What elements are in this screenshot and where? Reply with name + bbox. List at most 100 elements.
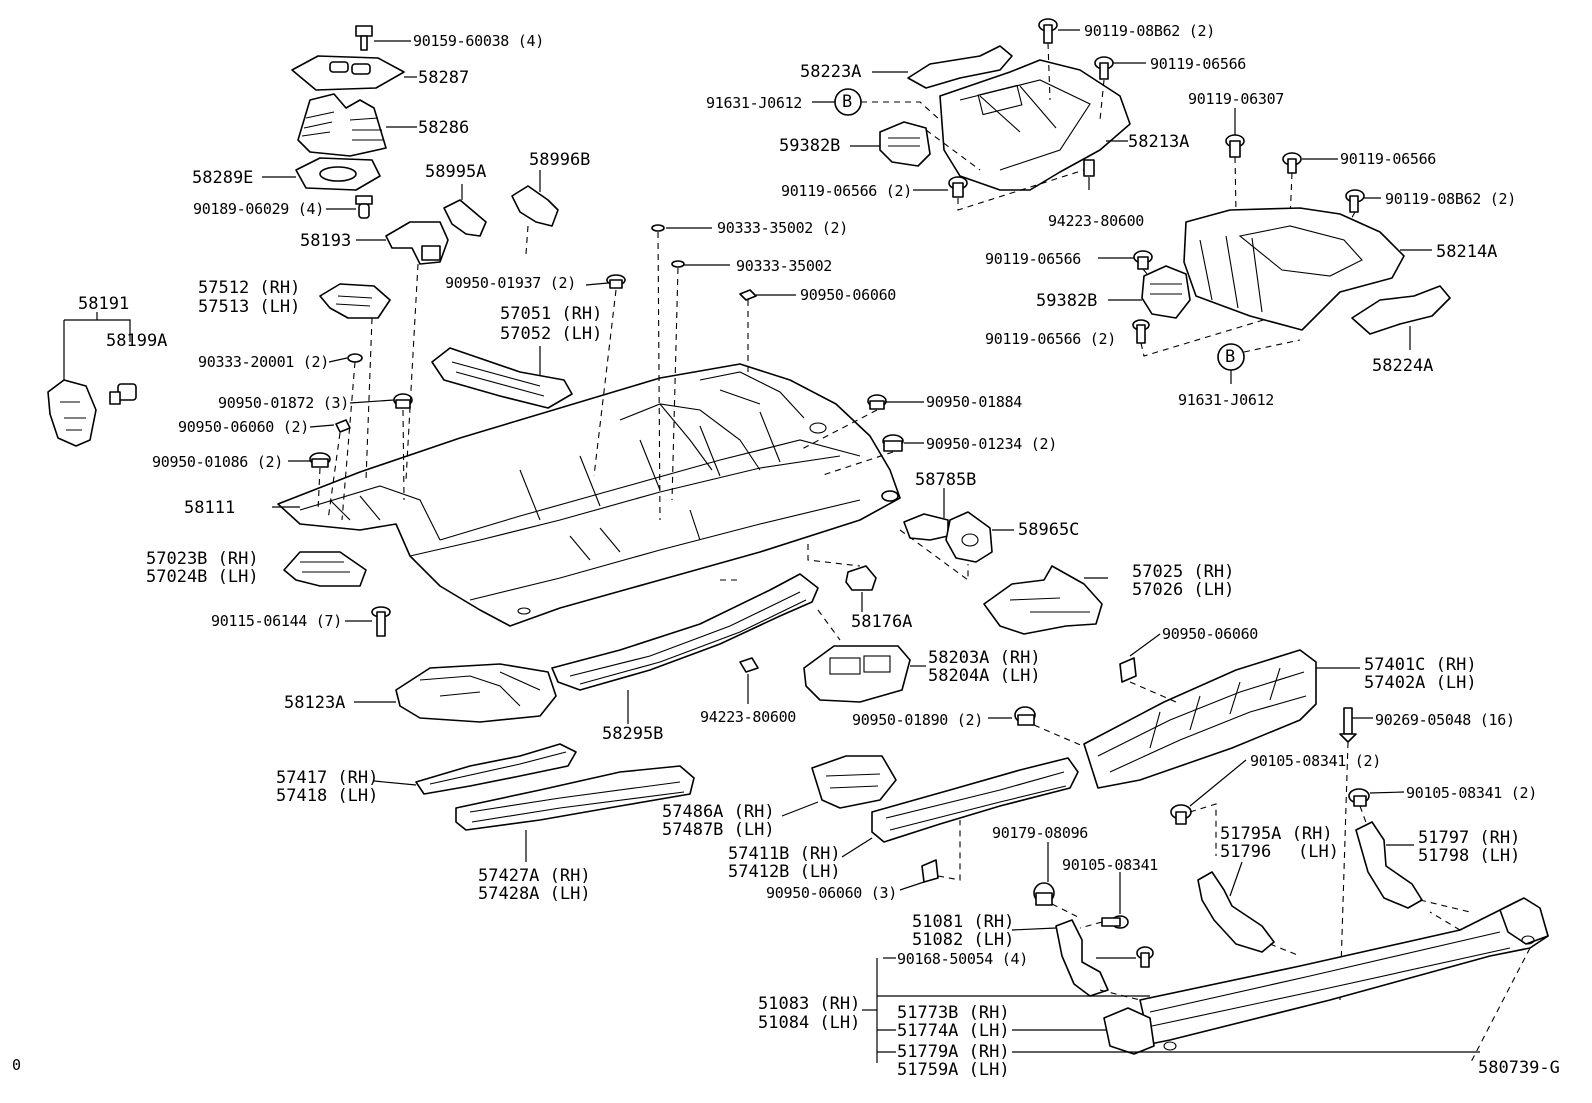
bracket-58965C <box>899 511 1014 582</box>
callout-58193: 58193 <box>300 231 352 251</box>
callout-90119-06566-b: 90119-06566 <box>1150 55 1247 73</box>
bracket-58193 <box>356 221 449 265</box>
callout-57025: 57025 (RH) <box>1132 562 1235 582</box>
callout-51084: 51084 (LH) <box>758 1013 861 1033</box>
callout-94223-80600-a: 94223-80600 <box>1048 212 1145 230</box>
plate-57512 <box>319 283 391 319</box>
callout-58199A: 58199A <box>106 331 168 351</box>
ref-mark-b1 <box>812 88 941 121</box>
rail-58295B <box>551 573 841 724</box>
bracket-59382B-upper <box>850 121 981 171</box>
callout-58286: 58286 <box>418 118 470 138</box>
callout-51759A: 51759A (LH) <box>897 1060 1010 1080</box>
callout-90119-08B62-a: 90119-08B62 (2) <box>1084 22 1215 40</box>
bracket-57051 <box>431 346 573 409</box>
callout-90159-60038: 90159-60038 (4) <box>413 32 544 50</box>
callout-90950-01884: 90950-01884 <box>926 393 1023 411</box>
crossmember-58214A <box>1183 207 1432 331</box>
mount-58785B <box>903 488 949 541</box>
callout-51081: 51081 (RH) <box>912 912 1015 932</box>
callout-57428A: 57428A (LH) <box>478 884 591 904</box>
callout-90105-08341-b: 90105-08341 (2) <box>1406 784 1537 802</box>
callout-58176A: 58176A <box>851 612 913 632</box>
bolt-90105-mid <box>1079 872 1129 929</box>
callout-90950-01086: 90950-01086 (2) <box>152 453 283 471</box>
drawing-id: 580739-G <box>1478 1058 1560 1078</box>
callout-90333-20001: 90333-20001 (2) <box>198 353 329 371</box>
clip-58199A <box>109 383 137 405</box>
member-57427A <box>455 765 695 862</box>
callout-58996B: 58996B <box>529 150 591 170</box>
member-57417 <box>373 743 577 795</box>
callout-59382B-b: 59382B <box>1036 291 1098 311</box>
bracket-58191 <box>47 312 131 447</box>
bracket-58203A <box>803 645 926 703</box>
callout-57052: 57052 (LH) <box>500 324 603 344</box>
rocker-inner-57411B <box>841 757 1079 891</box>
callout-90168-50054: 90168-50054 (4) <box>897 950 1028 968</box>
clip-90269 <box>1339 707 1373 1001</box>
clip-90168 <box>1096 946 1154 968</box>
bracket-51081 <box>1011 919 1109 997</box>
callout-57026: 57026 (LH) <box>1132 580 1235 600</box>
bracket-51797 <box>1355 821 1471 913</box>
callout-90105-08341-a: 90105-08341 (2) <box>1250 752 1381 770</box>
callout-90950-01234: 90950-01234 (2) <box>926 435 1057 453</box>
callout-57051: 57051 (RH) <box>500 304 603 324</box>
callout-59382B-a: 59382B <box>779 136 841 156</box>
callout-51796-lh: (LH) <box>1298 842 1339 862</box>
pad-94223 <box>739 657 759 704</box>
pad-58176A <box>807 544 877 612</box>
callout-57023B: 57023B (RH) <box>146 549 259 569</box>
callout-57402A: 57402A (LH) <box>1364 673 1477 693</box>
bracket-58995A <box>443 184 487 237</box>
callout-91631-J0612-a: 91631-J0612 <box>706 94 803 112</box>
callout-51082: 51082 (LH) <box>912 930 1015 950</box>
ref-mark-b1-letter: B <box>842 92 853 112</box>
callout-90119-06566-d: 90119-06566 <box>985 250 1082 268</box>
callout-90950-01890: 90950-01890 (2) <box>852 711 983 729</box>
callout-51798: 51798 (LH) <box>1418 846 1521 866</box>
callout-58213A: 58213A <box>1128 132 1190 152</box>
clip-90179 <box>1033 842 1081 919</box>
corner-mark: 0 <box>12 1056 21 1074</box>
callout-51773B: 51773B (RH) <box>897 1003 1010 1023</box>
callout-57024B: 57024B (LH) <box>146 567 259 587</box>
callout-90333-35002-b: 90333-35002 <box>736 257 833 275</box>
callout-57512: 57512 (RH) <box>198 278 301 298</box>
member-58224A <box>1351 285 1451 350</box>
part-58286-boot <box>297 93 417 157</box>
clip-90950-01890 <box>988 706 1093 751</box>
callout-94223-80600-b: 94223-80600 <box>700 708 797 726</box>
callout-51797: 51797 (RH) <box>1418 828 1521 848</box>
callout-57411B: 57411B (RH) <box>728 844 841 864</box>
callout-58224A: 58224A <box>1372 356 1434 376</box>
callout-57418: 57418 (LH) <box>276 786 379 806</box>
callout-91631-J0612-b: 91631-J0612 <box>1178 391 1275 409</box>
callout-90950-06060-c: 90950-06060 <box>1162 625 1259 643</box>
callout-57487B: 57487B (LH) <box>662 820 775 840</box>
callout-90119-06566-e: 90119-06566 (2) <box>985 330 1116 348</box>
callout-58289E: 58289E <box>192 168 254 188</box>
callout-90189-06029: 90189-06029 (4) <box>193 200 324 218</box>
callout-51774A: 51774A (LH) <box>897 1021 1010 1041</box>
ref-mark-b2 <box>1217 339 1301 384</box>
callout-90119-06307: 90119-06307 <box>1188 90 1285 108</box>
callout-57427A: 57427A (RH) <box>478 866 591 886</box>
callout-57401C: 57401C (RH) <box>1364 655 1477 675</box>
panel-58123A <box>354 663 557 723</box>
bolt-90159 <box>355 25 411 51</box>
bolt-90105-upper <box>1170 759 1247 856</box>
callout-57417: 57417 (RH) <box>276 768 379 788</box>
fasteners-floor <box>309 224 904 502</box>
callout-58204A: 58204A (LH) <box>928 666 1041 686</box>
clip-90189 <box>326 195 373 219</box>
bracket-59382B-lower <box>1108 265 1191 319</box>
callout-58191: 58191 <box>78 294 130 314</box>
callout-90105-08341-c: 90105-08341 <box>1062 856 1159 874</box>
callout-57513: 57513 (LH) <box>198 297 301 317</box>
bracket-51795A <box>1197 861 1275 953</box>
plate-57023B <box>283 551 367 587</box>
